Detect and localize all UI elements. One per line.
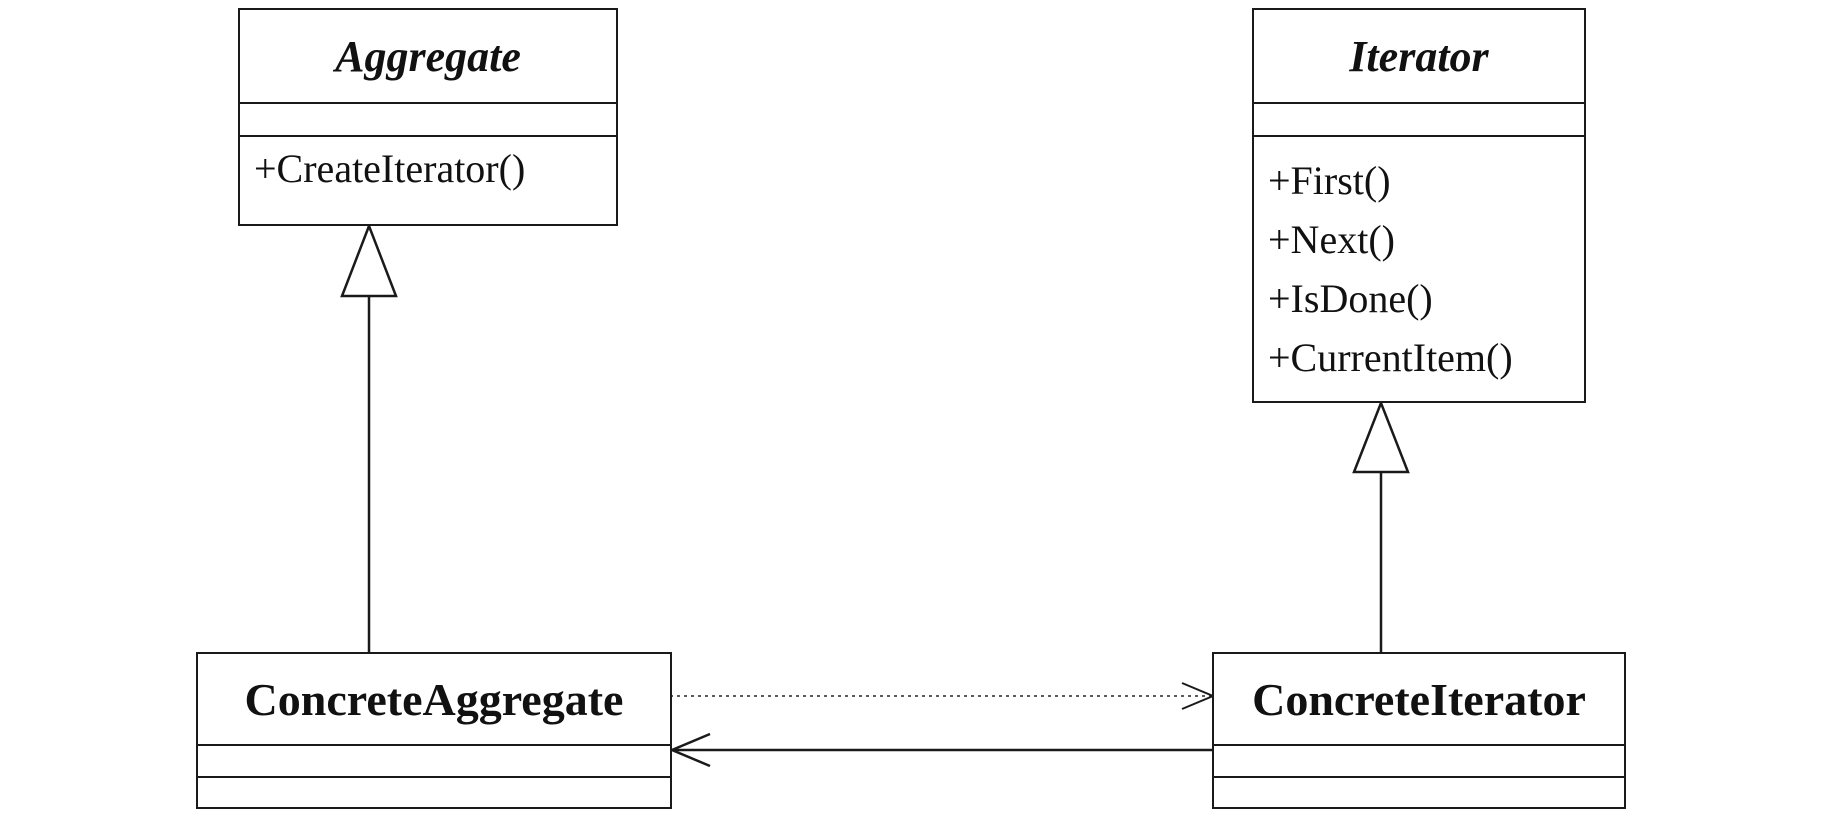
generalization-arrowhead-iterator — [1352, 399, 1410, 474]
association-concrete-iterator-to-concrete-aggregate — [668, 732, 1212, 768]
class-concrete-aggregate: ConcreteAggregate — [196, 652, 672, 809]
attributes-compartment-concrete-aggregate — [198, 744, 670, 776]
operation-next: +Next() — [1268, 217, 1395, 262]
generalization-iterator — [1352, 399, 1410, 652]
operation-create-iterator: +CreateIterator() — [254, 146, 526, 191]
attributes-compartment-aggregate — [240, 102, 616, 135]
class-name-concrete-iterator: ConcreteIterator — [1252, 673, 1586, 725]
operations-compartment-aggregate: +CreateIterator() — [240, 135, 616, 224]
attributes-compartment-concrete-iterator — [1214, 744, 1624, 776]
operations-compartment-concrete-aggregate — [198, 776, 670, 807]
operations-compartment-concrete-iterator — [1214, 776, 1624, 807]
operation-current-item: +CurrentItem() — [1268, 335, 1513, 380]
association-arrowhead — [668, 732, 711, 768]
class-aggregate: Aggregate +CreateIterator() — [238, 8, 618, 226]
generalization-aggregate — [340, 222, 398, 652]
dependency-concrete-aggregate-to-concrete-iterator — [670, 682, 1216, 710]
class-name-concrete-aggregate: ConcreteAggregate — [244, 673, 624, 725]
class-iterator: Iterator +First() +Next() +IsDone() +Cur… — [1252, 8, 1586, 403]
class-name-aggregate: Aggregate — [335, 31, 521, 81]
class-name-iterator: Iterator — [1349, 31, 1489, 81]
operation-first: +First() — [1268, 158, 1391, 203]
operations-compartment-iterator: +First() +Next() +IsDone() +CurrentItem(… — [1254, 135, 1584, 401]
generalization-arrowhead-aggregate — [340, 222, 398, 298]
class-concrete-iterator: ConcreteIterator — [1212, 652, 1626, 809]
attributes-compartment-iterator — [1254, 102, 1584, 135]
operation-is-done: +IsDone() — [1268, 276, 1433, 321]
